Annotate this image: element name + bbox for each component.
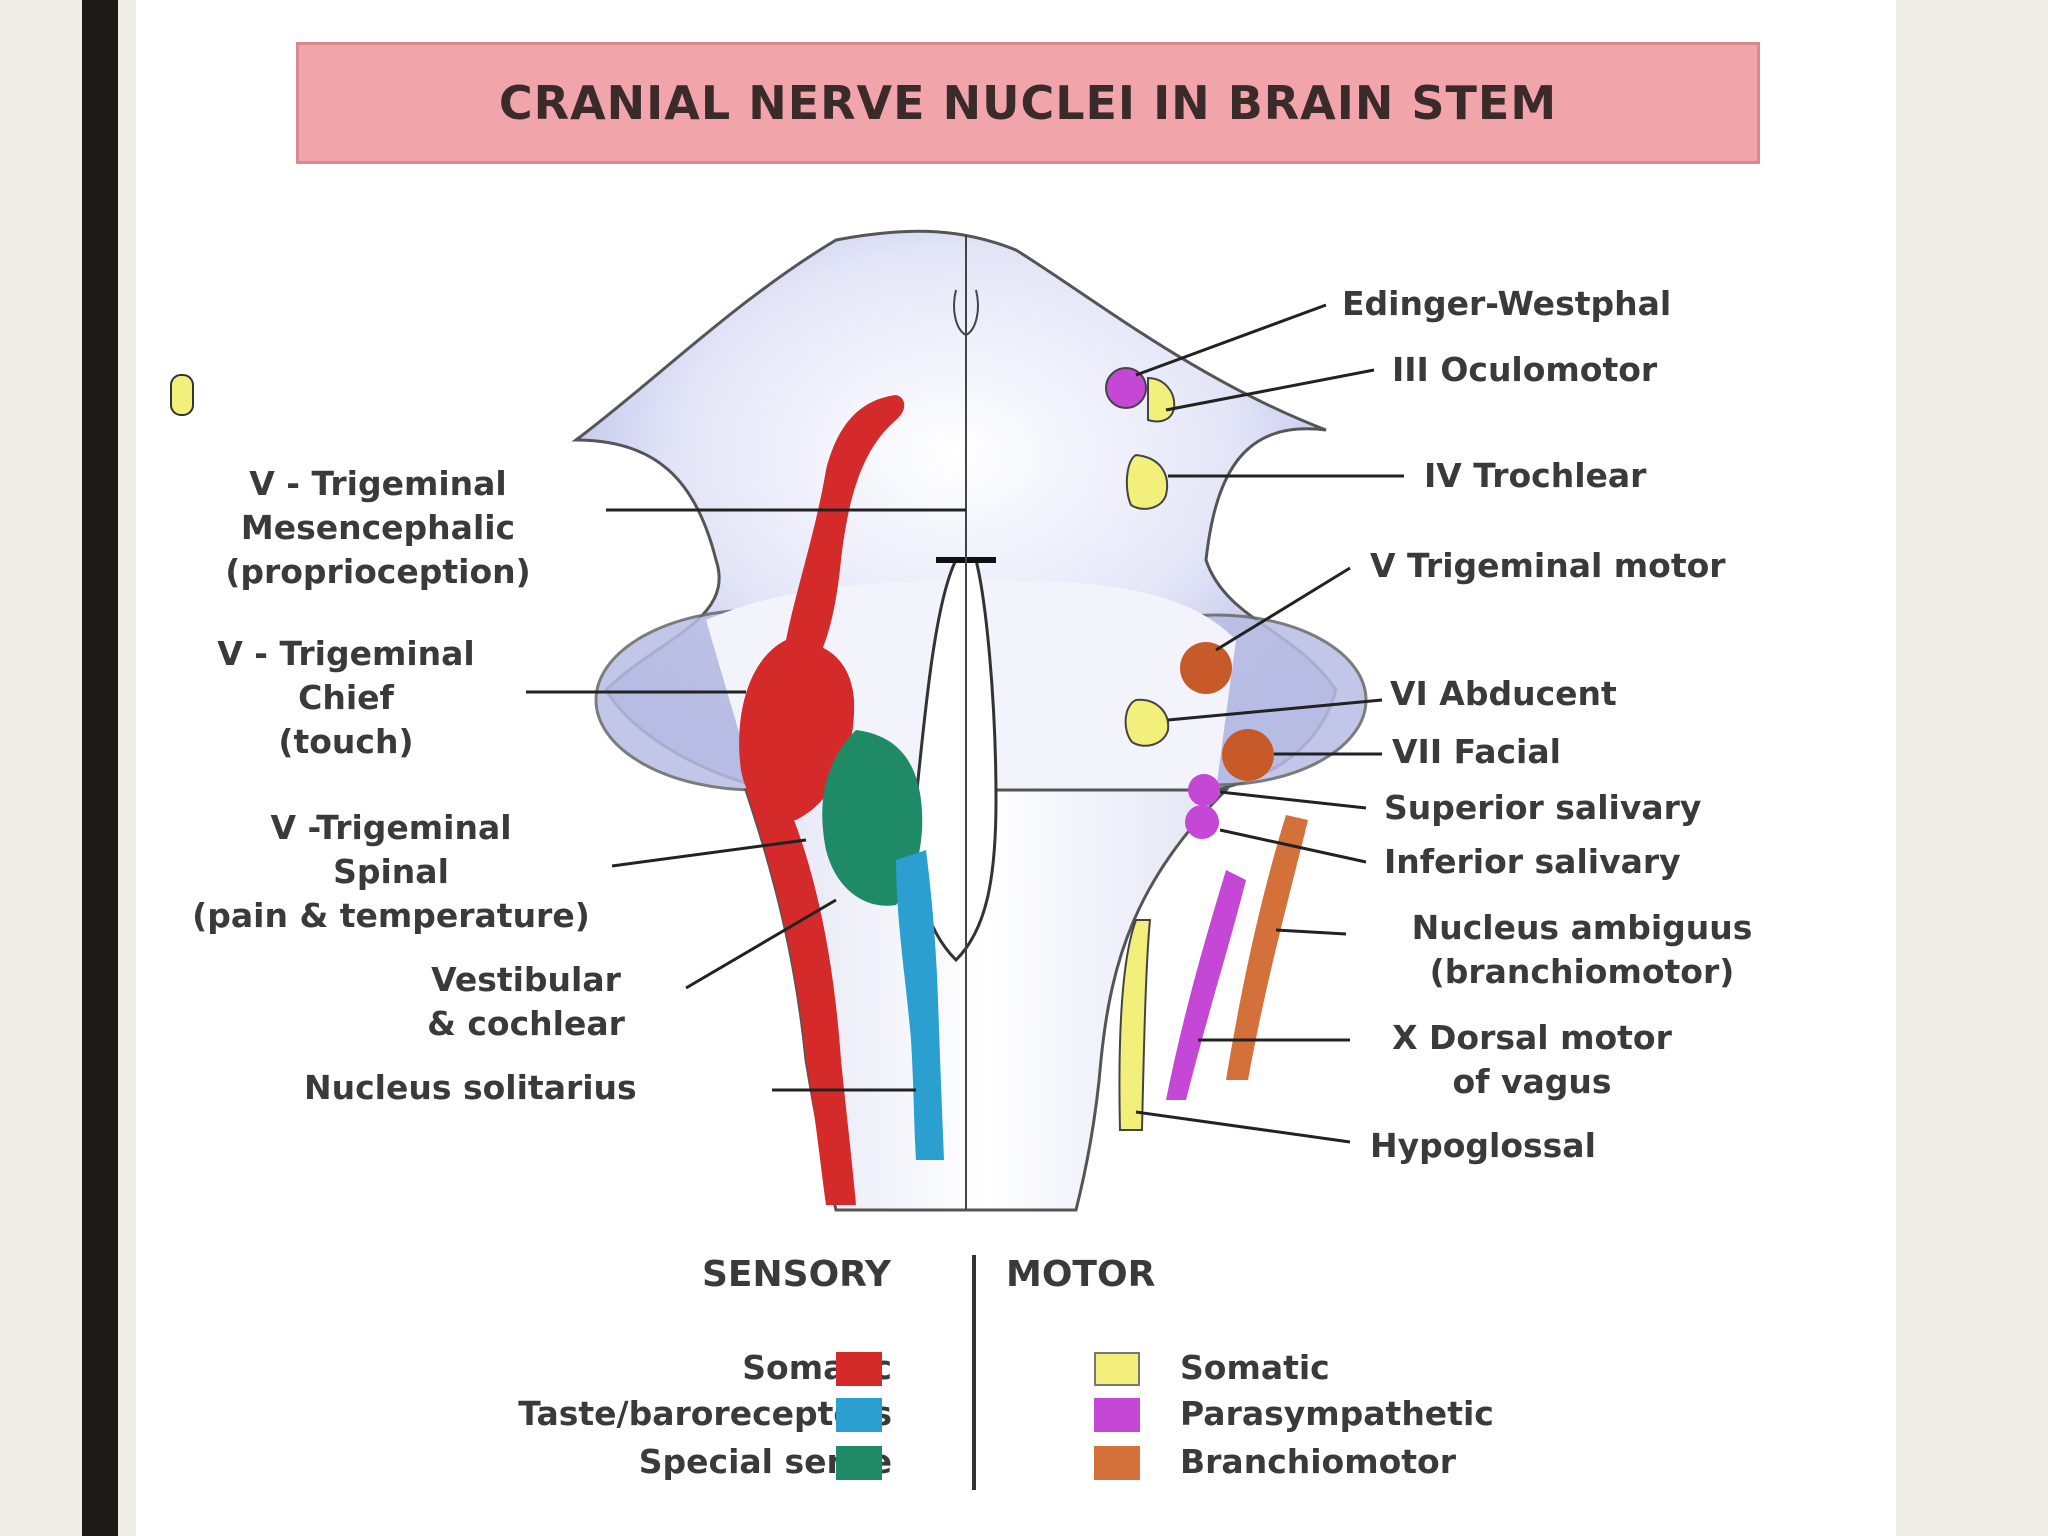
label-trigeminal-spinal: V -Trigeminal Spinal (pain & temperature…	[176, 806, 606, 938]
label-abducent: VI Abducent	[1390, 674, 1617, 713]
label-dorsal-motor-vagus: X Dorsal motor of vagus	[1362, 1016, 1702, 1104]
label-trigeminal-chief: V - Trigeminal Chief (touch)	[166, 632, 526, 764]
label-nucleus-solitarius: Nucleus solitarius	[304, 1068, 637, 1107]
label-line: (proprioception)	[225, 552, 531, 591]
title-banner: CRANIAL NERVE NUCLEI IN BRAIN STEM	[296, 42, 1760, 164]
label-line: Vestibular	[431, 960, 621, 999]
trigeminal-chief-nucleus	[739, 640, 855, 820]
edinger-westphal-nucleus	[1105, 367, 1147, 409]
oculomotor-nucleus	[170, 374, 194, 416]
inferior-salivary-nucleus	[1185, 805, 1219, 839]
label-line: Chief	[298, 678, 394, 717]
label-trochlear: IV Trochlear	[1424, 456, 1647, 495]
legend-motor-heading: MOTOR	[1006, 1254, 1156, 1295]
diagram-canvas: CRANIAL NERVE NUCLEI IN BRAIN STEM	[136, 0, 1896, 1536]
label-hypoglossal: Hypoglossal	[1370, 1126, 1596, 1165]
brainstem-illustration	[170, 229, 1404, 1490]
label-line: & cochlear	[427, 1004, 625, 1043]
swatch-sensory-somatic	[836, 1352, 882, 1386]
slide-edge-bar	[82, 0, 118, 1536]
swatch-sensory-taste	[836, 1398, 882, 1432]
dorsal-motor-vagus-nucleus	[1166, 870, 1246, 1100]
label-line: V - Trigeminal	[217, 634, 475, 673]
fourth-ventricle	[913, 558, 998, 963]
abducent-nucleus	[1124, 698, 1170, 747]
trigeminal-mesencephalic-nucleus	[783, 395, 905, 680]
legend-motor-branchiomotor: Branchiomotor	[1180, 1442, 1457, 1481]
label-line: (pain & temperature)	[192, 896, 590, 935]
trigeminal-motor-nucleus	[1180, 642, 1232, 694]
label-line: Mesencephalic	[240, 508, 516, 547]
hypoglossal-nucleus	[1118, 919, 1152, 1131]
facial-nucleus	[1222, 729, 1274, 781]
label-vestibular-cochlear: Vestibular & cochlear	[376, 958, 676, 1046]
trigeminal-spinal-nucleus	[746, 790, 856, 1205]
legend-motor-parasympathetic: Parasympathetic	[1180, 1394, 1494, 1433]
label-line: X Dorsal motor	[1392, 1018, 1672, 1057]
swatch-motor-branchiomotor	[1094, 1446, 1140, 1480]
label-line: Nucleus ambiguus	[1411, 908, 1753, 947]
legend-sensory-heading: SENSORY	[702, 1254, 891, 1295]
label-superior-salivary: Superior salivary	[1384, 788, 1702, 827]
legend-motor-somatic: Somatic	[1180, 1348, 1330, 1387]
swatch-motor-parasympathetic	[1094, 1398, 1140, 1432]
diagram-title: CRANIAL NERVE NUCLEI IN BRAIN STEM	[498, 76, 1558, 130]
label-line: (touch)	[278, 722, 414, 761]
label-line: V - Trigeminal	[249, 464, 507, 503]
label-trigeminal-motor: V Trigeminal motor	[1370, 546, 1726, 585]
label-oculomotor: III Oculomotor	[1392, 350, 1658, 389]
swatch-sensory-special	[836, 1446, 882, 1480]
label-trigeminal-mesencephalic: V - Trigeminal Mesencephalic (propriocep…	[188, 462, 568, 594]
label-line: V -Trigeminal	[270, 808, 512, 847]
label-facial: VII Facial	[1392, 732, 1561, 771]
superior-salivary-nucleus	[1188, 774, 1220, 806]
label-line: of vagus	[1452, 1062, 1612, 1101]
label-line: (branchiomotor)	[1429, 952, 1735, 991]
swatch-motor-somatic	[1094, 1352, 1140, 1386]
legend-sensory-taste: Taste/baroreceptors	[518, 1394, 892, 1433]
label-nucleus-ambiguus: Nucleus ambiguus (branchiomotor)	[1362, 906, 1802, 994]
trochlear-nucleus	[1125, 453, 1169, 510]
label-line: Spinal	[333, 852, 449, 891]
nucleus-solitarius	[896, 850, 944, 1160]
label-inferior-salivary: Inferior salivary	[1384, 842, 1681, 881]
label-edinger-westphal: Edinger-Westphal	[1342, 284, 1672, 323]
nucleus-ambiguus	[1226, 815, 1308, 1080]
